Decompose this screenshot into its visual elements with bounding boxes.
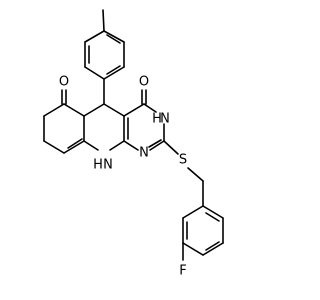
bond: [106, 34, 121, 44]
bond: [123, 140, 139, 151]
atom-n-amide: N: [160, 112, 170, 127]
bond: [83, 140, 99, 151]
bond: [205, 212, 220, 222]
atom-o-ketone: O: [59, 75, 69, 90]
atom-h-amide: H: [152, 112, 162, 127]
bond: [202, 205, 224, 219]
bond: [143, 103, 157, 113]
bond: [63, 103, 85, 117]
bond: [182, 205, 204, 219]
bond: [103, 30, 125, 43]
bond: [163, 140, 179, 155]
bond: [83, 103, 105, 117]
atom-labels: O O H N N H N S F: [59, 75, 187, 279]
bond: [109, 140, 125, 151]
bond: [67, 138, 83, 149]
atom-o-amide: O: [139, 75, 149, 90]
bond: [84, 30, 105, 43]
bond: [205, 241, 220, 251]
bond: [102, 9, 105, 32]
atom-s: S: [179, 153, 187, 168]
atom-n-ring: N: [139, 146, 149, 161]
bond: [106, 65, 121, 75]
bond: [187, 167, 204, 182]
atom-h-amine: H: [93, 158, 103, 173]
bond: [182, 242, 204, 256]
bond: [149, 140, 165, 151]
atom-f: F: [179, 264, 186, 279]
bond: [63, 140, 85, 154]
atom-n-amine: N: [103, 158, 113, 173]
bond: [202, 242, 224, 256]
bond: [84, 66, 105, 80]
bond: [103, 103, 125, 117]
bond: [103, 66, 125, 80]
bond: [43, 140, 65, 154]
bond: [148, 139, 162, 148]
chemical-structure-diagram: O O H N N H N S F: [43, 9, 224, 279]
bond: [43, 103, 65, 117]
bond-lines: [43, 9, 224, 261]
bond: [123, 103, 145, 117]
